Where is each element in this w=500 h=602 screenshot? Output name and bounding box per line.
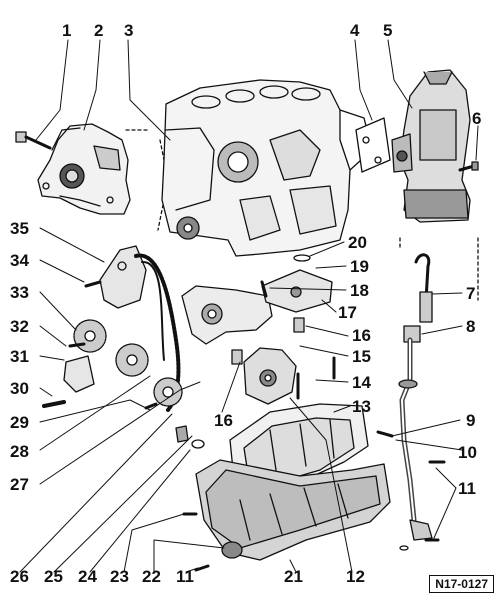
callout-5: 5: [383, 21, 393, 40]
bolts-14: [260, 280, 336, 400]
bolt-1: [15, 131, 52, 150]
callout-6: 6: [472, 109, 482, 128]
callout-19: 19: [350, 257, 369, 276]
callout-4: 4: [350, 21, 360, 40]
callout-18: 18: [350, 281, 369, 300]
callout-12: 12: [346, 567, 365, 586]
bolt-6: [458, 161, 479, 172]
callout-3: 3: [124, 21, 134, 40]
oil-pump-15: [243, 347, 297, 405]
callout-7: 7: [466, 284, 476, 303]
drain-plug-24: [175, 425, 205, 449]
callout-1: 1: [62, 21, 72, 40]
engine-block: [161, 79, 373, 257]
callout-2: 2: [94, 21, 104, 40]
callout-9: 9: [466, 411, 476, 430]
callout-26: 26: [10, 567, 29, 586]
figure-reference: N17-0127: [429, 575, 494, 593]
oil-pan-21: [195, 459, 391, 561]
chain-tensioner-bracket: [99, 245, 147, 309]
callout-30: 30: [10, 379, 29, 398]
o-ring-20: [293, 254, 311, 262]
sprocket-32: [73, 319, 107, 353]
guide-tube-8: [398, 325, 421, 523]
front-housing-part: [37, 123, 131, 215]
callout-13: 13: [352, 397, 371, 416]
bolts-9-11: [182, 430, 394, 572]
bolts-left: [42, 280, 158, 410]
callout-16-second: 16: [214, 411, 233, 430]
callout-15: 15: [352, 347, 371, 366]
callout-16: 16: [352, 326, 371, 345]
callout-35: 35: [10, 219, 29, 238]
callout-14: 14: [352, 373, 371, 392]
callout-11: 11: [458, 479, 476, 498]
leader-lines: [19, 39, 479, 573]
bracket-10: [409, 460, 446, 542]
callout-22: 22: [142, 567, 161, 586]
callout-31: 31: [10, 347, 29, 366]
callout-33: 33: [10, 283, 29, 302]
callout-34: 34: [10, 251, 29, 270]
dipstick-7: [414, 253, 433, 323]
callout-28: 28: [10, 442, 29, 461]
callout-23: 23: [110, 567, 129, 586]
oil-filter-gasket: [355, 117, 391, 173]
callout-8: 8: [466, 317, 476, 336]
cover-17: [261, 269, 333, 313]
callout-10: 10: [458, 443, 477, 462]
oil-filter-housing: [391, 69, 471, 223]
callout-17: 17: [338, 303, 357, 322]
callout-29: 29: [10, 413, 29, 432]
callout-11-second: 11: [176, 567, 194, 586]
callout-20: 20: [348, 233, 367, 252]
callout-21: 21: [284, 567, 303, 586]
callout-24: 24: [78, 567, 97, 586]
callout-27: 27: [10, 475, 29, 494]
callout-25: 25: [44, 567, 63, 586]
oil-pump-carrier: [181, 285, 273, 345]
guide-31: [63, 355, 95, 393]
sprocket-28: [115, 343, 183, 407]
callout-32: 32: [10, 317, 29, 336]
dowels-16: [231, 317, 305, 365]
